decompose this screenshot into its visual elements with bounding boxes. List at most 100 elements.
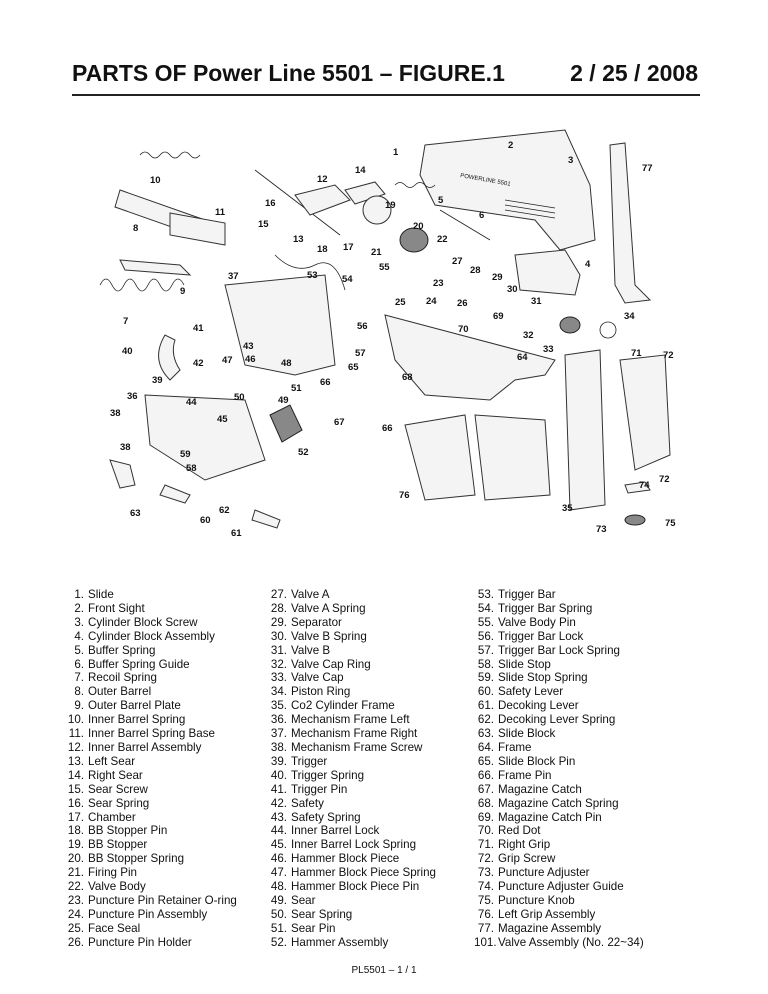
part-number: 50. (270, 907, 287, 921)
part-list-item: 44.Inner Barrel Lock (268, 824, 436, 838)
part-name: Slide Block (498, 727, 556, 741)
part-callout-label: 75 (665, 518, 676, 529)
part-name: Separator (291, 615, 342, 629)
part-list-item: 52.Hammer Assembly (268, 936, 436, 950)
part-list-item: 17.Chamber (62, 811, 237, 825)
part-name: Valve Cap Ring (291, 657, 371, 671)
part-callout-label: 19 (385, 200, 396, 211)
part-list-item: 32. Valve Cap Ring (268, 658, 436, 672)
part-list-item: 9.Outer Barrel Plate (62, 699, 237, 713)
part-callout-label: 50 (234, 392, 245, 403)
part-callout-label: 49 (278, 395, 289, 406)
part-number: 38. (270, 740, 287, 754)
part-callout-label: 14 (355, 165, 366, 176)
part-callout-label: 28 (470, 265, 481, 276)
part-number: 11. (68, 727, 84, 741)
part-callout-label: 42 (193, 358, 204, 369)
recoil-spring-drawing (99, 278, 185, 292)
part-callout-label: 38 (120, 442, 131, 453)
part-number: 64. (477, 740, 494, 754)
part-list-item: 75.Puncture Knob (474, 894, 644, 908)
part-name: Inner Barrel Spring Base (88, 727, 215, 741)
part-name: BB Stopper Spring (88, 852, 185, 866)
part-number: 37. (270, 727, 287, 741)
part-number: 33. (270, 671, 287, 685)
part-number: 23. (67, 893, 84, 907)
part-callout-label: 12 (317, 174, 328, 185)
part-list-item: 54.Trigger Bar Spring (474, 602, 644, 616)
part-list-item: 31.Valve B (268, 644, 436, 658)
part-name: Magazine Catch (498, 782, 582, 796)
part-callout-label: 44 (186, 397, 197, 408)
part-name: Trigger Bar Lock (498, 629, 584, 643)
part-list-item: 1.Slide (62, 588, 237, 602)
part-name: Cylinder Block Assembly (88, 629, 215, 643)
part-list-item: 64.Frame (474, 741, 644, 755)
part-name: Co2 Cylinder Frame (291, 699, 395, 713)
part-list-item: 18.BB Stopper Pin (62, 824, 237, 838)
part-name: Puncture Pin Holder (88, 935, 192, 949)
part-number: 21. (67, 866, 84, 880)
part-number: 30. (270, 629, 287, 643)
part-number: 49. (270, 893, 287, 907)
part-name: Magazine Catch Spring (498, 796, 619, 810)
part-list-item: 27.Valve A (268, 588, 436, 602)
part-name: Trigger Bar (498, 588, 556, 601)
part-callout-label: 46 (245, 354, 256, 365)
part-list-item: 22.Valve Body (62, 880, 237, 894)
part-name: Puncture Adjuster (498, 866, 590, 880)
part-number: 1. (74, 588, 84, 601)
part-list-item: 35.Co2 Cylinder Frame (268, 699, 436, 713)
part-list-item: 42.Safety (268, 797, 436, 811)
magazine-drawing (609, 142, 652, 304)
part-list-item: 76.Left Grip Assembly (474, 908, 644, 922)
part-number: 26. (67, 935, 84, 949)
part-number: 53. (477, 588, 494, 601)
part-callout-label: 20 (413, 221, 424, 232)
part-list-item: 24.Puncture Pin Assembly (62, 908, 237, 922)
part-number: 47. (270, 866, 287, 880)
part-name: Safety (291, 796, 324, 810)
part-number: 40. (270, 768, 287, 782)
part-list-item: 6.Buffer Spring Guide (62, 658, 237, 672)
part-callout-label: 35 (562, 503, 573, 514)
part-number: 63. (477, 727, 494, 741)
part-callout-label: 6 (479, 210, 484, 221)
part-name: Valve Cap (291, 671, 344, 685)
part-name: Magazine Catch Pin (498, 810, 602, 824)
part-list-item: 41.Trigger Pin (268, 783, 436, 797)
part-name: Decoking Lever (498, 699, 579, 713)
part-number: 4. (74, 629, 84, 643)
part-list-item: 23.Puncture Pin Retainer O-ring (62, 894, 237, 908)
part-list-item: 39.Trigger (268, 755, 436, 769)
part-name: Piston Ring (291, 685, 351, 699)
callout-labels: 1 2 3 4 5 6 7 8 9 10 11 12 13 14 15 16 1… (110, 140, 676, 539)
inner-barrel-spring-drawing (139, 151, 201, 159)
co2-cylinder-frame-drawing (564, 349, 606, 511)
part-number: 24. (67, 907, 84, 921)
part-number: 65. (477, 754, 494, 768)
frame-drawing (384, 314, 556, 401)
part-list-item: 101.Valve Assembly (No. 22~34) (474, 936, 644, 950)
part-list-item: 46.Hammer Block Piece (268, 852, 436, 866)
part-number: 32. (270, 657, 287, 671)
part-name: Inner Barrel Assembly (88, 740, 202, 754)
part-name: Recoil Spring (88, 671, 157, 685)
part-list-item: 29.Separator (268, 616, 436, 630)
part-list-item: 21.Firing Pin (62, 866, 237, 880)
part-list-item: 72.Grip Screw (474, 852, 644, 866)
part-callout-label: 10 (150, 175, 161, 186)
part-list-item: 70.Red Dot (474, 824, 644, 838)
part-name: Inner Barrel Spring (88, 713, 186, 727)
part-list-item: 5.Buffer Spring (62, 644, 237, 658)
part-callout-label: 18 (317, 244, 328, 255)
part-number: 58. (477, 657, 494, 671)
part-callout-label: 32 (523, 330, 534, 341)
part-name: Sear Screw (88, 782, 148, 796)
cylinder-block-drawing (514, 249, 581, 296)
part-list-item: 73.Puncture Adjuster (474, 866, 644, 880)
part-callout-label: 13 (293, 234, 304, 245)
trigger-drawing (158, 334, 181, 381)
part-name: Hammer Assembly (291, 935, 389, 949)
